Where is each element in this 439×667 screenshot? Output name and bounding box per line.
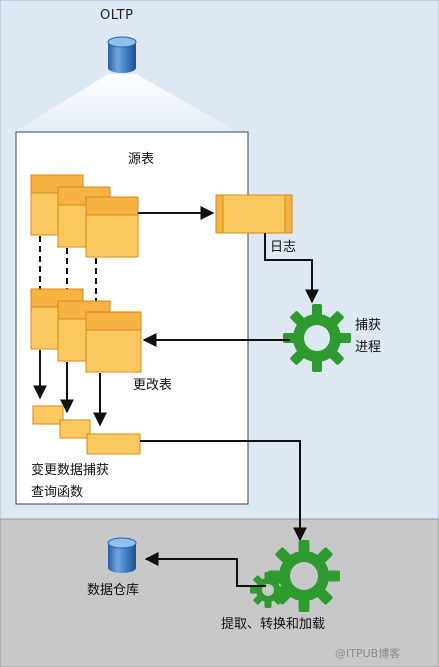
change-tables-label: 更改表 <box>133 378 173 393</box>
capture-process-gear-icon <box>283 304 351 372</box>
log-label: 日志 <box>270 240 297 255</box>
watermark: @ITPUB博客 <box>335 647 401 660</box>
oltp-light-beam <box>14 74 238 132</box>
data-warehouse-database-icon <box>107 537 137 573</box>
warehouse-zone-background <box>0 518 439 667</box>
arrow-etl-to-warehouse <box>144 552 266 587</box>
arrow-log-to-capture <box>264 233 319 304</box>
oltp-database-icon <box>107 36 137 73</box>
log-block <box>215 194 293 234</box>
etl-label: 提取、转换和加载 <box>221 617 326 632</box>
query-function-block-2 <box>59 419 91 439</box>
etl-large-gear-icon <box>268 540 340 612</box>
data-warehouse-label: 数据仓库 <box>87 583 140 598</box>
change-table-3 <box>85 311 142 373</box>
query-function-block-3 <box>86 433 141 455</box>
capture-process-label-line2: 进程 <box>355 340 382 355</box>
cdc-functions-label-line2: 查询函数 <box>31 485 84 500</box>
capture-process-label-line1: 捕获 <box>355 318 382 333</box>
source-table-3 <box>85 196 139 258</box>
cdc-functions-label-line1: 变更数据捕获 <box>31 463 110 478</box>
arrow-functions-to-etl <box>140 440 307 542</box>
source-tables-label: 源表 <box>128 152 155 167</box>
oltp-label: OLTP <box>100 8 134 23</box>
query-function-block-1 <box>32 405 64 425</box>
